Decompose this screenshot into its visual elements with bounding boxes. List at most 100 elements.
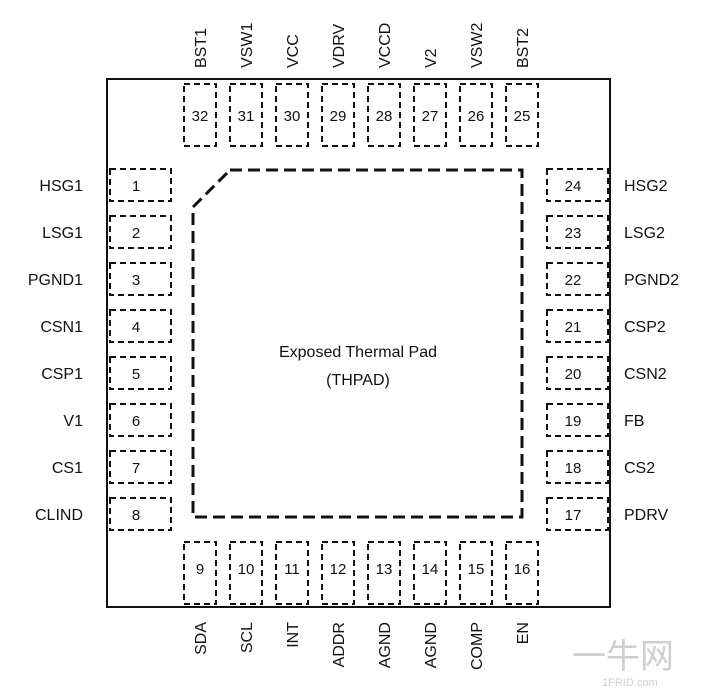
pin-name: VDRV xyxy=(331,24,348,68)
pin-24: 24 HSG2 xyxy=(546,168,668,202)
pin-number: 31 xyxy=(238,108,255,125)
pin-name: PDRV xyxy=(624,507,668,524)
pin-pad xyxy=(546,215,609,249)
pin-number: 9 xyxy=(196,561,204,578)
thermal-pad-outline xyxy=(191,168,524,519)
pin-pad xyxy=(546,309,609,343)
pin-pad xyxy=(229,83,263,147)
pin-name: LSG2 xyxy=(624,225,665,242)
pin-name: AGND xyxy=(377,622,394,668)
pin-name: V2 xyxy=(423,48,440,68)
pin-name: INT xyxy=(285,622,302,648)
pin-pad xyxy=(109,356,172,390)
pin-number: 29 xyxy=(330,108,347,125)
pin-pad xyxy=(183,541,217,605)
pin-number: 22 xyxy=(565,272,582,289)
pin-name: VCC xyxy=(285,34,302,68)
pin-number: 20 xyxy=(565,366,582,383)
pin-pad xyxy=(109,403,172,437)
pin-number: 13 xyxy=(376,561,393,578)
pin-29: 29 VDRV xyxy=(321,24,355,147)
pin-pad xyxy=(109,168,172,202)
pin-number: 7 xyxy=(132,460,140,477)
pin-name: CSN1 xyxy=(40,319,83,336)
pin-pad xyxy=(367,83,401,147)
pin-name: BST2 xyxy=(515,28,532,68)
pin-1: 1 HSG1 xyxy=(39,168,172,202)
pin-31: 31 VSW1 xyxy=(229,23,263,147)
pin-number: 24 xyxy=(565,178,582,195)
pin-number: 21 xyxy=(565,319,582,336)
thermal-pad-label: Exposed Thermal Pad xyxy=(279,344,437,361)
pin-pad xyxy=(459,541,493,605)
pin-pad xyxy=(546,356,609,390)
pin-number: 14 xyxy=(422,561,439,578)
pin-pad xyxy=(546,403,609,437)
pin-name: SCL xyxy=(239,622,256,653)
pin-25: 25 BST2 xyxy=(505,28,539,147)
pin-number: 3 xyxy=(132,272,140,289)
pin-number: 30 xyxy=(284,108,301,125)
pin-pad xyxy=(109,262,172,296)
pin-number: 25 xyxy=(514,108,531,125)
pin-name: PGND1 xyxy=(28,272,83,289)
package-outline xyxy=(106,78,611,608)
pin-name: VSW2 xyxy=(469,23,486,68)
pin-pad xyxy=(459,83,493,147)
pin-27: 27 V2 xyxy=(413,48,447,147)
pin-name: EN xyxy=(515,622,532,644)
pin-pad xyxy=(321,83,355,147)
pin-number: 23 xyxy=(565,225,582,242)
pin-name: SDA xyxy=(193,622,210,655)
pin-6: 6V1 xyxy=(63,403,172,437)
pin-pad xyxy=(183,83,217,147)
pin-pad xyxy=(321,541,355,605)
pin-20: 20 CSN2 xyxy=(546,356,667,390)
pin-number: 6 xyxy=(132,413,140,430)
pin-number: 26 xyxy=(468,108,485,125)
pin-name: PGND2 xyxy=(624,272,679,289)
pin-name: FB xyxy=(624,413,644,430)
pin-name: CSN2 xyxy=(624,366,667,383)
pin-name: CS2 xyxy=(624,460,655,477)
pin-number: 16 xyxy=(514,561,531,578)
pin-name: COMP xyxy=(469,622,486,670)
pin-name: CS1 xyxy=(52,460,83,477)
pin-pad xyxy=(413,83,447,147)
pin-pad xyxy=(367,541,401,605)
pin-name: LSG1 xyxy=(42,225,83,242)
watermark-subtext: 1FRID.com xyxy=(602,677,658,689)
pin-number: 27 xyxy=(422,108,439,125)
pin-pad xyxy=(546,168,609,202)
pin-pad xyxy=(546,450,609,484)
pin-name: VSW1 xyxy=(239,23,256,68)
pin-pad xyxy=(546,497,609,531)
pin-number: 19 xyxy=(565,413,582,430)
pin-name: AGND xyxy=(423,622,440,668)
pin-number: 15 xyxy=(468,561,485,578)
pin-number: 4 xyxy=(132,319,140,336)
pin-26: 26 VSW2 xyxy=(459,23,493,147)
pin-name: VCCD xyxy=(377,23,394,68)
pin-number: 1 xyxy=(132,178,140,195)
pin-pad xyxy=(505,83,539,147)
pin-22: 22 PGND2 xyxy=(546,262,679,296)
pin-7: 7 CS1 xyxy=(52,450,172,484)
pin-23: 23 LSG2 xyxy=(546,215,665,249)
pin-name: BST1 xyxy=(193,28,210,68)
pin-pad xyxy=(109,215,172,249)
pin-pad xyxy=(505,541,539,605)
pin-name: HSG1 xyxy=(39,178,83,195)
pin-name: HSG2 xyxy=(624,178,668,195)
pin-pad xyxy=(413,541,447,605)
